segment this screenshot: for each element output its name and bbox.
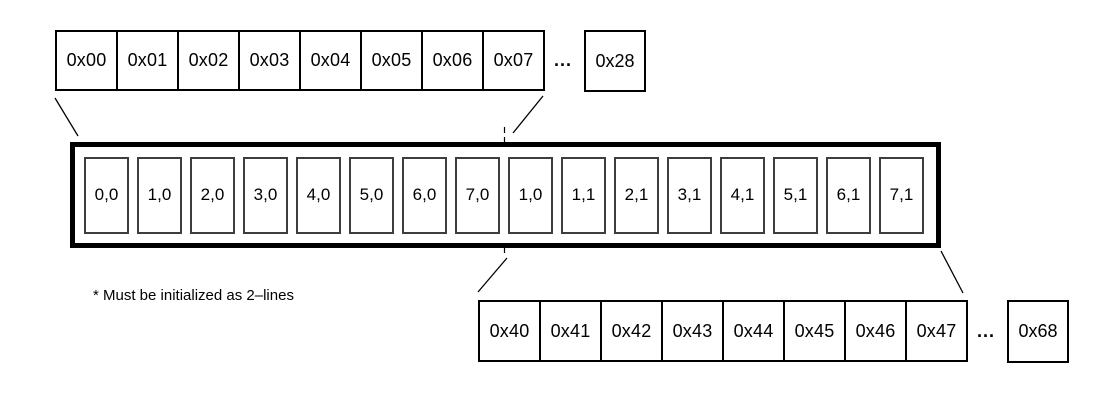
connector-top-left-line — [54, 97, 79, 137]
address-cell: 0x04 — [299, 30, 362, 91]
buffer-cell: 6,1 — [826, 156, 871, 234]
address-cell: 0x05 — [360, 30, 423, 91]
address-cell: 0x06 — [421, 30, 484, 91]
buffer-cell: 3,0 — [243, 156, 288, 234]
address-cell: 0x44 — [722, 300, 785, 362]
display-buffer-frame: 0,0 1,0 2,0 3,0 4,0 5,0 6,0 7,0 1,0 1,1 … — [70, 142, 941, 248]
buffer-cell: 2,0 — [190, 156, 235, 234]
buffer-cell: 5,1 — [773, 156, 818, 234]
footnote-text: * Must be initialized as 2–lines — [93, 287, 294, 304]
buffer-cell: 4,0 — [296, 156, 341, 234]
buffer-cell: 1,0 — [137, 156, 182, 234]
address-cell: 0x02 — [177, 30, 240, 91]
address-cell-tail: 0x68 — [1007, 300, 1069, 363]
connector-bottom-left-line — [477, 257, 508, 293]
address-cell: 0x00 — [55, 30, 118, 91]
buffer-cell: 3,1 — [667, 156, 712, 234]
address-cell-tail: 0x28 — [584, 30, 646, 92]
buffer-line1-group: 1,0 1,1 2,1 3,1 4,1 5,1 6,1 7,1 — [508, 156, 924, 234]
address-cell: 0x46 — [844, 300, 907, 362]
address-cell: 0x42 — [600, 300, 663, 362]
address-cell: 0x43 — [661, 300, 724, 362]
address-cell: 0x47 — [905, 300, 968, 362]
buffer-cell: 5,0 — [349, 156, 394, 234]
buffer-cell: 0,0 — [84, 156, 129, 234]
address-cell: 0x45 — [783, 300, 846, 362]
buffer-cell: 7,1 — [879, 156, 924, 234]
bottom-address-row: 0x40 0x41 0x42 0x43 0x44 0x45 0x46 0x47 — [478, 300, 968, 362]
buffer-line0-group: 0,0 1,0 2,0 3,0 4,0 5,0 6,0 7,0 — [84, 156, 500, 234]
bottom-row-ellipsis: ... — [976, 320, 995, 341]
buffer-cell: 7,0 — [455, 156, 500, 234]
address-cell: 0x01 — [116, 30, 179, 91]
buffer-cell: 1,1 — [561, 156, 606, 234]
buffer-cell: 4,1 — [720, 156, 765, 234]
buffer-cell: 1,0 — [508, 156, 553, 234]
buffer-cell: 6,0 — [402, 156, 447, 234]
connector-bottom-right-line — [940, 250, 964, 294]
top-row-ellipsis: ... — [553, 50, 572, 70]
address-cell: 0x40 — [478, 300, 541, 362]
address-cell: 0x41 — [539, 300, 602, 362]
address-cell: 0x07 — [482, 30, 545, 91]
address-cell: 0x03 — [238, 30, 301, 91]
top-address-row: 0x00 0x01 0x02 0x03 0x04 0x05 0x06 0x07 — [55, 30, 545, 91]
connector-top-right-line — [512, 95, 544, 134]
buffer-cell: 2,1 — [614, 156, 659, 234]
